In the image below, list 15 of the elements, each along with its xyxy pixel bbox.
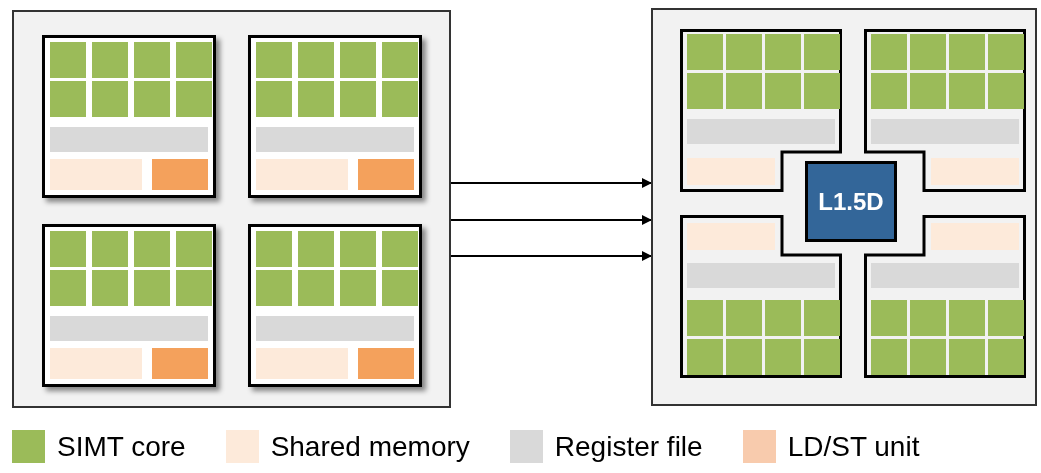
arrow <box>450 215 652 225</box>
cache-label: L1.5D <box>818 189 884 214</box>
legend-label: Register file <box>554 432 703 461</box>
chip-panel <box>651 8 1037 406</box>
sm-block <box>42 224 216 387</box>
arrow <box>450 251 652 261</box>
sm-block <box>42 35 216 198</box>
chip-panel <box>12 10 451 408</box>
sm-block <box>248 224 422 387</box>
legend-label: Shared memory <box>270 432 470 461</box>
arrow <box>450 178 652 188</box>
sm-block <box>248 35 422 198</box>
legend-label: LD/ST unit <box>787 432 920 461</box>
cache-block <box>805 161 897 242</box>
legend-label: SIMT core <box>57 432 186 461</box>
